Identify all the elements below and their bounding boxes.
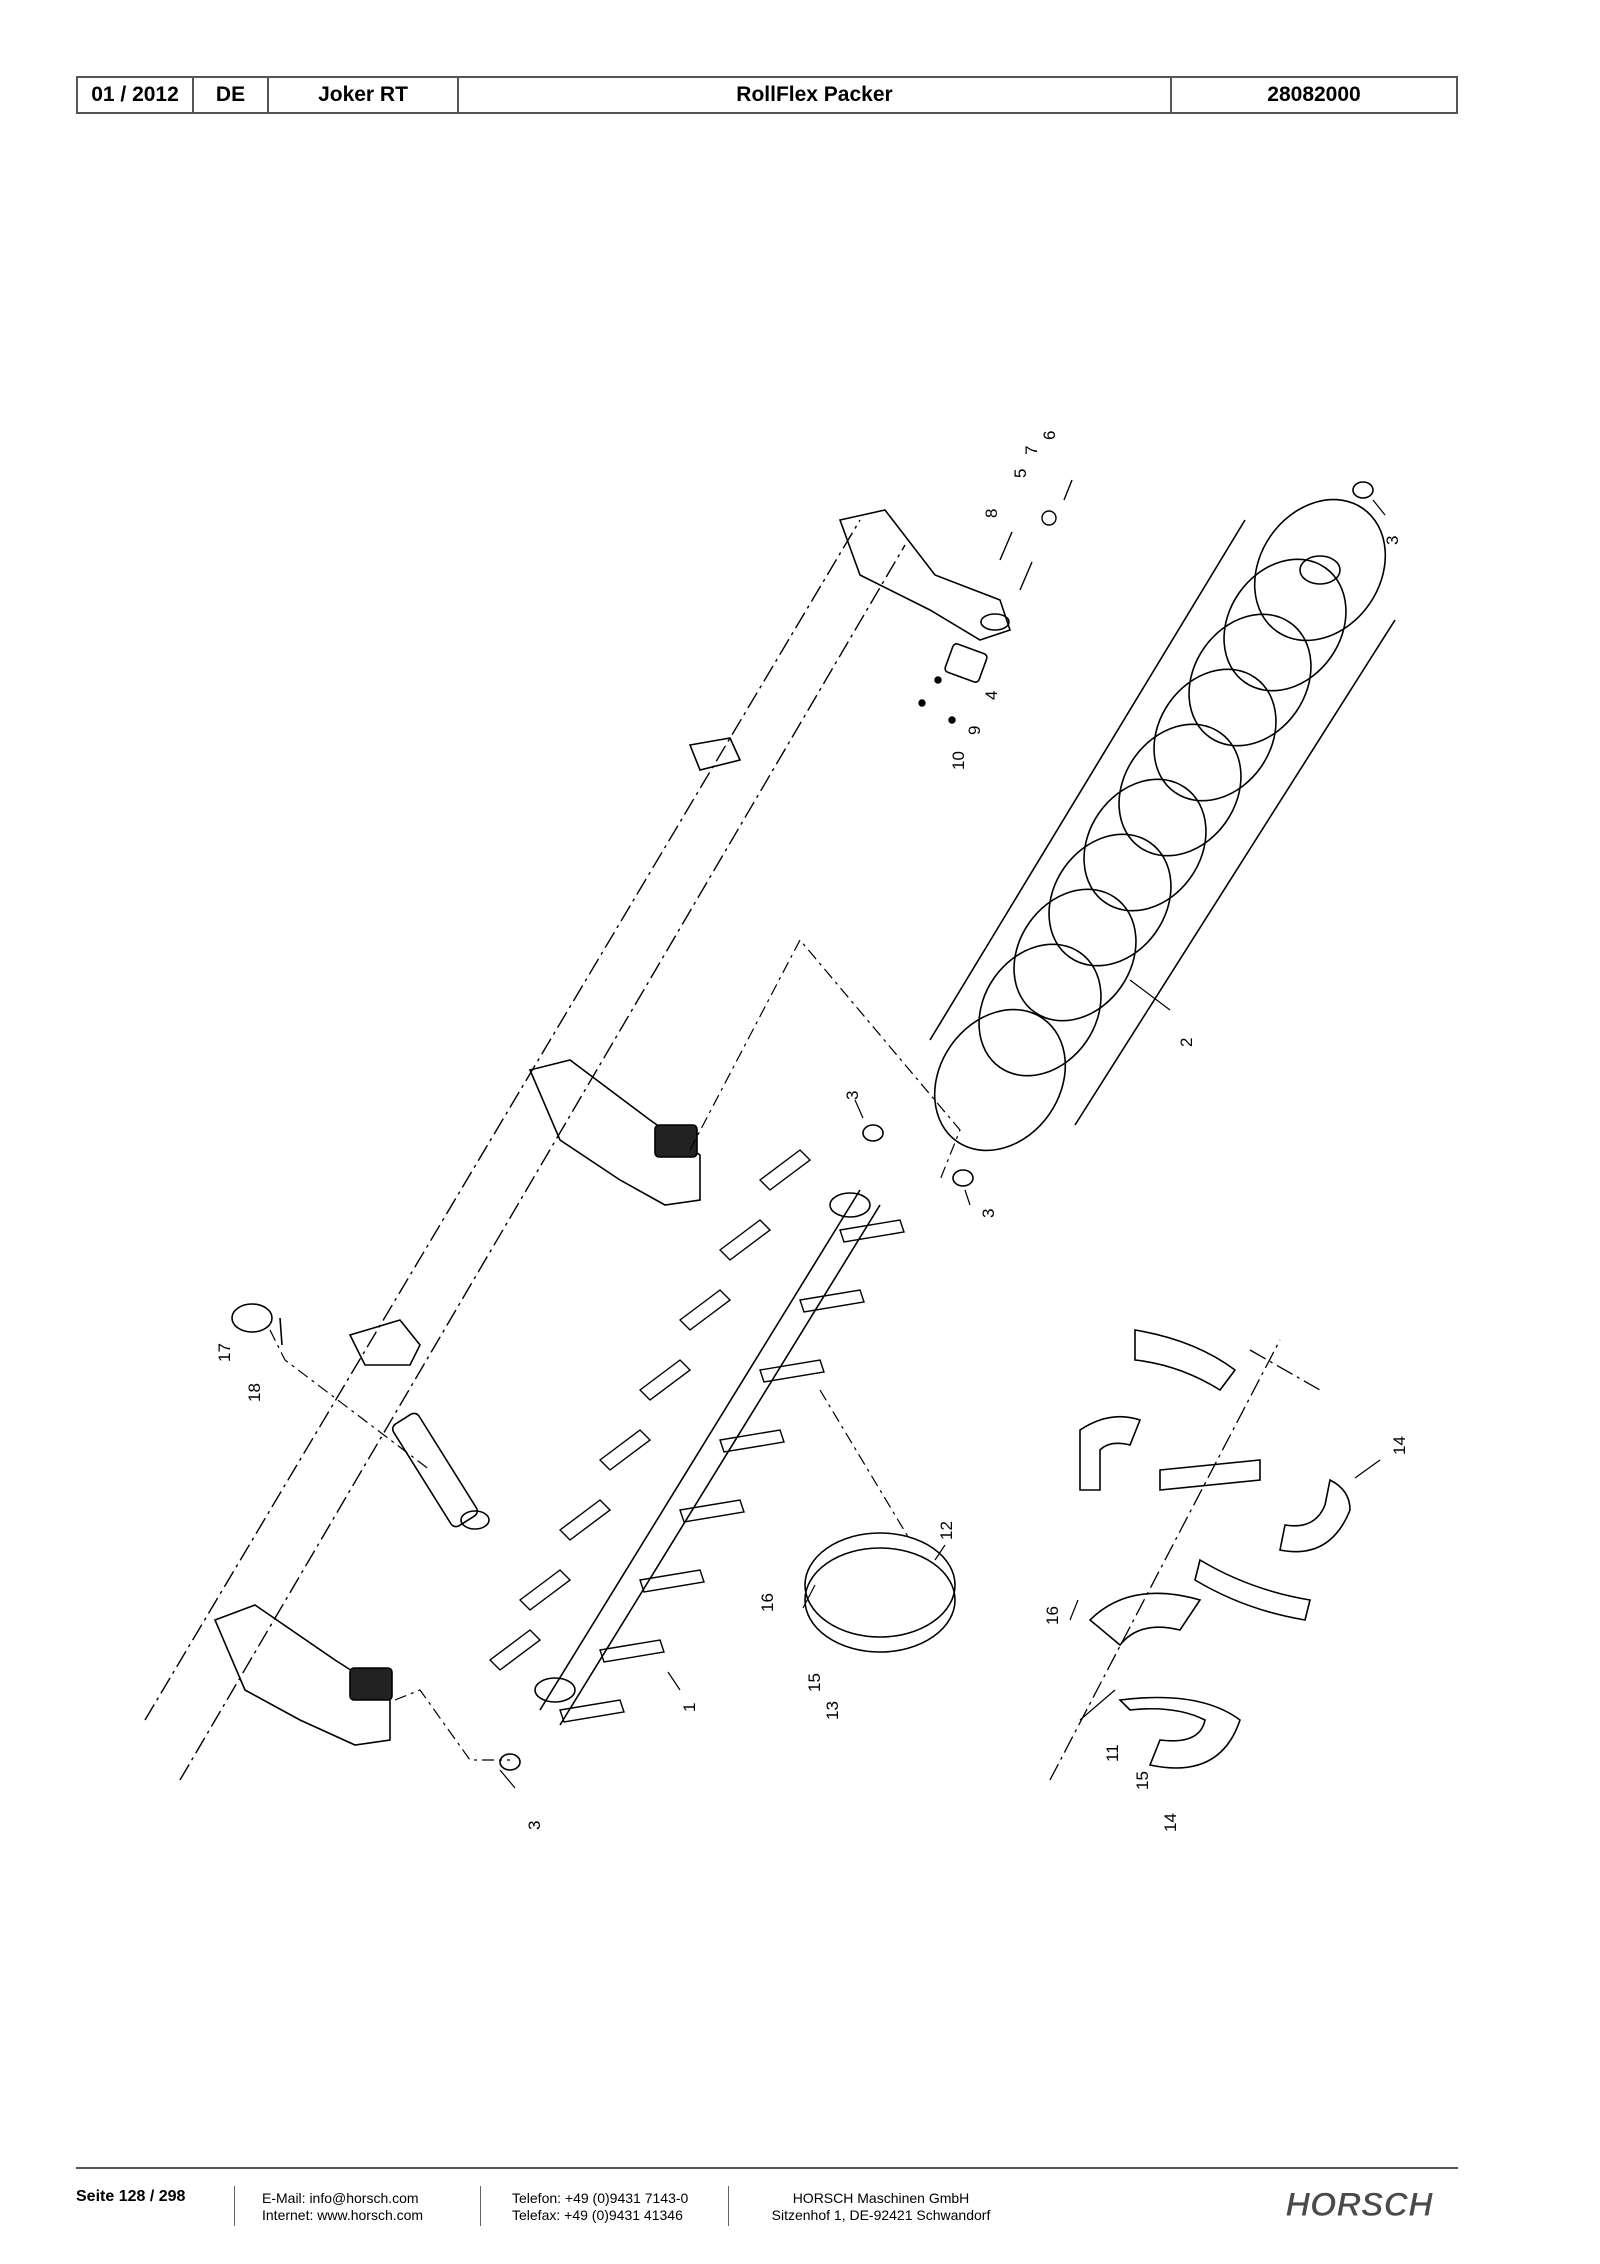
flange-bearing-part-4 (944, 643, 988, 683)
footer-separator (480, 2186, 481, 2226)
callout-3-middle: 3 (843, 1091, 862, 1100)
footer-internet: Internet: www.horsch.com (262, 2207, 424, 2223)
frame-tube (144, 519, 906, 1781)
frame-arm-lower (213, 1604, 393, 1746)
callout-15-left: 15 (805, 1673, 824, 1692)
callout-3-top: 3 (1383, 536, 1402, 545)
frame-bracket-top (688, 737, 742, 771)
callout-2: 2 (1177, 1038, 1196, 1047)
footer-contact-phone: Telefon: +49 (0)9431 7143-0 Telefax: +49… (512, 2190, 688, 2224)
callout-labels: 6 7 5 8 3 4 9 10 2 3 3 17 18 14 12 16 16… (215, 431, 1409, 1832)
page-number: Seite 128 / 298 (76, 2188, 186, 2205)
scraper-ring-part-12 (804, 1532, 956, 1653)
footer-address: Sitzenhof 1, DE-92421 Schwandorf (771, 2207, 991, 2223)
footer-email: E-Mail: info@horsch.com (262, 2190, 419, 2206)
roller-tines (488, 1149, 905, 1723)
crossed-roller-part-1 (534, 1189, 881, 1726)
footer-contact-web: E-Mail: info@horsch.com Internet: www.ho… (262, 2190, 423, 2224)
header-part-number: 28082000 (1267, 83, 1361, 106)
document-footer: Seite 128 / 298 E-Mail: info@horsch.com … (76, 2180, 1458, 2240)
callout-16-left: 16 (758, 1593, 777, 1612)
header-machine: Joker RT (269, 78, 459, 112)
footer-company: HORSCH Maschinen GmbH (792, 2190, 970, 2206)
callout-8: 8 (982, 509, 1001, 518)
callout-7: 7 (1022, 446, 1041, 455)
packer-roller-part-2 (929, 498, 1396, 1152)
footer-divider (76, 2167, 1458, 2169)
callout-1: 1 (680, 1703, 699, 1712)
bolts-upper (918, 479, 1073, 724)
callout-15-right: 15 (1133, 1771, 1152, 1790)
callout-leader-lines (499, 499, 1386, 1789)
footer-separator (728, 2186, 729, 2226)
callout-14-upper: 14 (1390, 1436, 1409, 1455)
callout-18: 18 (245, 1383, 264, 1402)
footer-separator (234, 2186, 235, 2226)
footer-fax: Telefax: +49 (0)9431 41346 (512, 2207, 683, 2223)
assembly-guide-lines (269, 938, 961, 1761)
callout-10: 10 (949, 751, 968, 770)
callout-16-right: 16 (1043, 1606, 1062, 1625)
hydraulic-cylinder (391, 1412, 490, 1530)
bearing-part-3-top (1352, 481, 1374, 499)
callout-6: 6 (1040, 431, 1059, 440)
frame-arm-upper (838, 509, 1012, 641)
callout-11: 11 (1103, 1744, 1122, 1762)
scraper-frame-lines (1049, 1339, 1321, 1781)
callout-3-bottom: 3 (525, 1821, 544, 1830)
callout-17: 17 (215, 1343, 234, 1362)
callout-5: 5 (1011, 469, 1030, 478)
header-date: 01 / 2012 (78, 78, 194, 112)
header-language: DE (194, 78, 269, 112)
bearing-part-3-bottom (499, 1753, 521, 1771)
horsch-logo: HORSCH (1285, 2186, 1435, 2225)
callout-3-right: 3 (979, 1209, 998, 1218)
bearing-part-3-middle (862, 1124, 884, 1142)
header-title: RollFlex Packer (459, 78, 1172, 112)
bearing-part-3-right (952, 1169, 974, 1187)
scraper-segments-part-11 (1079, 1329, 1351, 1769)
callout-9: 9 (965, 726, 984, 735)
svg-text:HORSCH: HORSCH (1285, 2186, 1434, 2224)
frame-bracket (348, 1319, 421, 1366)
callout-13: 13 (823, 1701, 842, 1720)
footer-phone: Telefon: +49 (0)9431 7143-0 (512, 2190, 689, 2206)
footer-company-block: HORSCH Maschinen GmbH Sitzenhof 1, DE-92… (756, 2190, 1006, 2224)
frame-arm-middle (528, 1059, 701, 1206)
document-header: 01 / 2012 DE Joker RT RollFlex Packer 28… (76, 76, 1458, 114)
callout-4: 4 (982, 691, 1001, 700)
callout-12: 12 (937, 1521, 956, 1540)
callout-14-lower: 14 (1161, 1813, 1180, 1832)
cap-part-17 (231, 1303, 273, 1333)
